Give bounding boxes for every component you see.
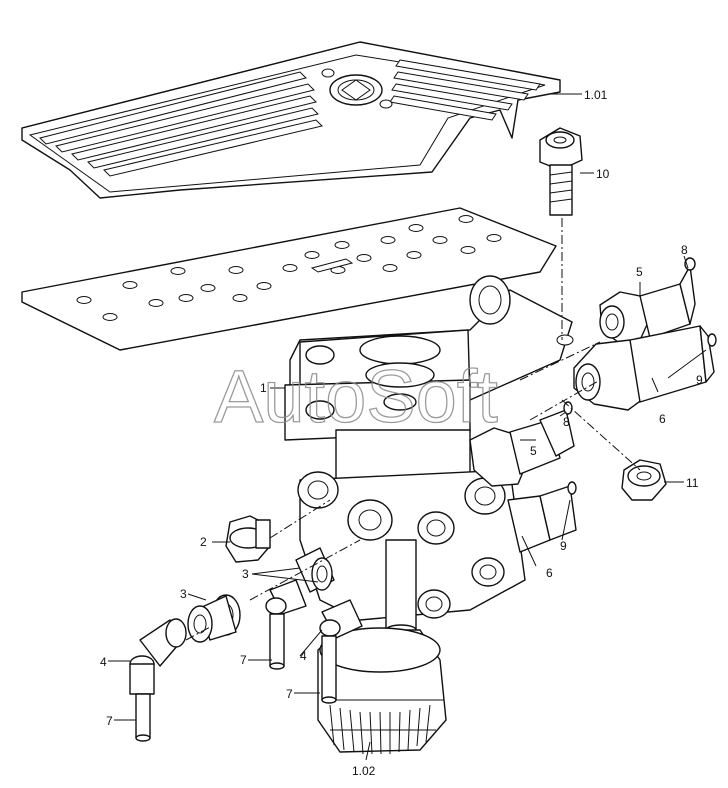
callout-8-lower: 8	[563, 415, 570, 429]
callout-7-center: 7	[240, 653, 247, 667]
hose-lower	[539, 401, 575, 457]
valve-body-diaphragm	[317, 627, 447, 755]
callout-7-lower: 7	[286, 687, 293, 701]
tube-c	[321, 635, 337, 704]
hose-c-lower	[539, 481, 577, 541]
callout-9-upper: 9	[696, 373, 703, 387]
tube-b	[269, 613, 285, 670]
callout-5-upper: 5	[636, 265, 643, 279]
watermark-text: AutoSoft	[214, 355, 498, 438]
pedal-plate-holes	[76, 215, 502, 321]
callout-4-center: 4	[300, 649, 307, 663]
nut	[621, 459, 667, 501]
pedal-cover	[21, 41, 561, 199]
callout-1-02: 1.02	[352, 764, 376, 778]
callout-11: 11	[686, 476, 699, 490]
callout-6-lower: 6	[546, 566, 553, 580]
callout-1: 1	[260, 381, 267, 395]
callout-8-upper: 8	[681, 243, 688, 257]
callout-2: 2	[200, 535, 207, 549]
elbow-a	[129, 618, 187, 695]
valve-body-fins	[329, 704, 431, 755]
plug	[225, 515, 271, 563]
callout-10: 10	[596, 167, 610, 181]
valve-housing	[284, 275, 574, 636]
connector-upper	[573, 325, 707, 411]
hose-c-upper	[699, 325, 717, 383]
fitting-upper	[599, 283, 691, 343]
pedal-cover-emblem	[321, 68, 393, 109]
callout-9-lower: 9	[560, 539, 567, 553]
assembly-axes	[185, 218, 641, 641]
callout-1-01: 1.01	[584, 88, 608, 102]
callout-3-upper: 3	[242, 567, 249, 581]
callout-5-lower: 5	[530, 444, 537, 458]
bolt	[539, 127, 583, 216]
callout-3-lower: 3	[180, 587, 187, 601]
callout-labels: 1.01 10 1 8 5 9 6 8 5 11 9 6 2 3 3 4 4 7…	[100, 88, 703, 778]
tube-a	[135, 693, 151, 742]
callout-6-upper: 6	[659, 412, 666, 426]
callout-4-left: 4	[100, 655, 107, 669]
pedal-plate	[21, 207, 557, 351]
callout-7-left: 7	[106, 714, 113, 728]
nipple-a	[187, 594, 241, 643]
leader-lines	[108, 93, 707, 761]
elbow-b	[265, 579, 363, 639]
hose-upper	[679, 257, 696, 325]
pedal-cover-ribs	[39, 59, 541, 177]
